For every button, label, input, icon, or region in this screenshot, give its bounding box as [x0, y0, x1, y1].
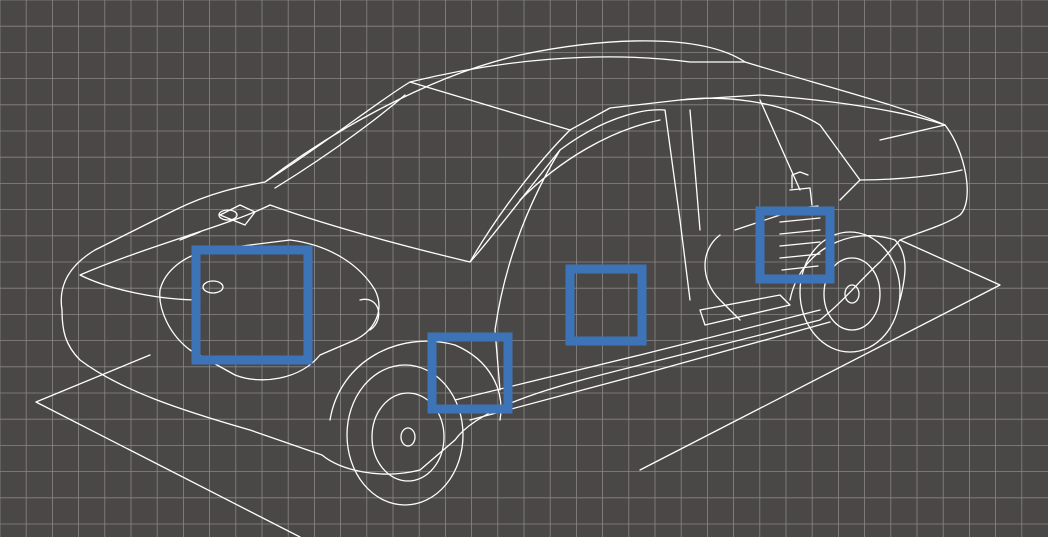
rear-arm: [699, 294, 791, 326]
trunk-lid: [759, 94, 963, 181]
engine-cap: [202, 280, 224, 294]
rear-wheel-hub: [844, 284, 860, 304]
door-panel-highlight: [565, 264, 647, 346]
engine-bay-highlight: [191, 245, 313, 365]
rear-wheel: [799, 231, 901, 353]
front-door-frame: [494, 109, 691, 391]
hood-line: [79, 149, 561, 301]
roof-line: [409, 56, 761, 131]
front-wheel-hub: [400, 427, 416, 447]
front-wheel: [346, 364, 464, 506]
front-wheel-arch: [329, 340, 502, 421]
engine-block: [159, 204, 380, 381]
ground-plane: [35, 239, 1001, 537]
engine-filler: [218, 209, 238, 221]
front-wheel-rim: [371, 392, 445, 482]
car-body: [60, 40, 968, 475]
rocker-sill: [454, 309, 831, 421]
front-wheel-well-highlight: [427, 332, 513, 414]
rear-suspension-highlight: [755, 206, 835, 284]
rear-wheel-rim: [823, 257, 881, 331]
